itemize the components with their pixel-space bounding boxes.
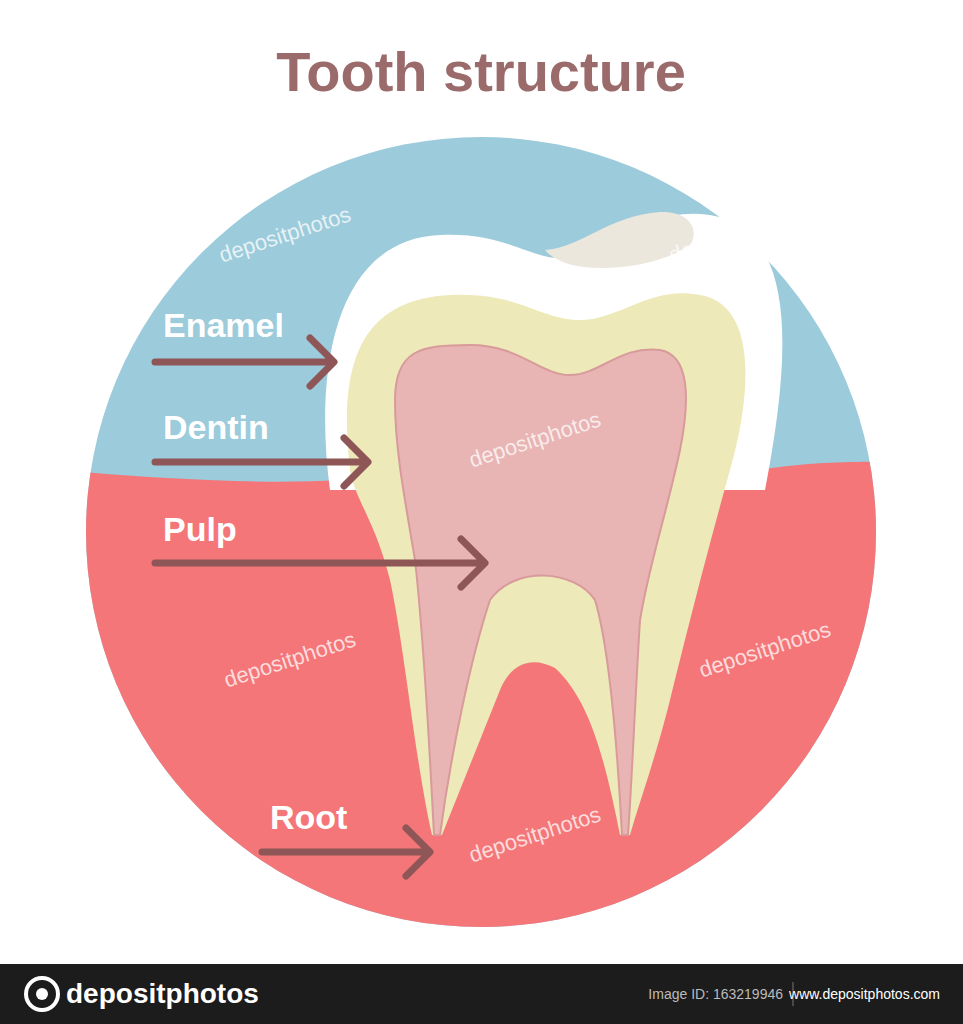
diagram-title: Tooth structure (276, 44, 686, 100)
pulp (395, 345, 686, 835)
part-label: Root (270, 800, 347, 834)
footer-url: www.depositphotos.com (789, 987, 940, 1001)
leader-arrow (155, 338, 334, 386)
leader-arrow (155, 438, 368, 486)
part-label: Pulp (163, 512, 237, 546)
logo-icon (36, 988, 48, 1000)
leader-arrows (155, 338, 485, 876)
logo-text: depositphotos (66, 980, 259, 1008)
part-label: Enamel (163, 308, 284, 342)
leader-arrow (155, 539, 485, 587)
leader-arrow (262, 828, 430, 876)
part-label: Dentin (163, 410, 269, 444)
image-id: Image ID: 163219946 (648, 987, 783, 1001)
footer-bar (0, 964, 963, 1024)
logo-icon (26, 978, 58, 1010)
